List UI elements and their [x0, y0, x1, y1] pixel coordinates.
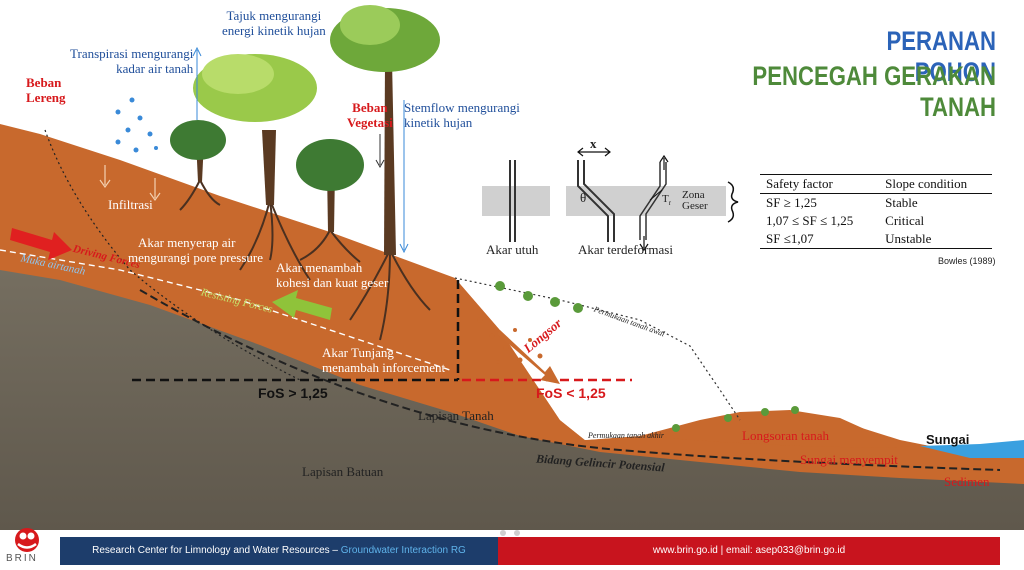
table-row: SF ≤1,07 Unstable — [760, 230, 992, 249]
slide-dot-2[interactable] — [514, 530, 520, 536]
label-sungai-menyempit: Sungai menyempit — [800, 452, 898, 467]
load-arrows — [375, 134, 385, 169]
label-line: Beban — [26, 75, 62, 90]
label-line: Stemflow mengurangi — [404, 100, 520, 115]
label-sungai: Sungai — [926, 432, 970, 447]
label-fos-stable: FoS > 1,25 — [258, 385, 328, 401]
safety-factor-table: Safety factor Slope condition SF ≥ 1,25 … — [760, 174, 992, 249]
label-x: x — [590, 136, 597, 151]
label-line: kinetik hujan — [404, 115, 473, 130]
title-line-2: PENCEGAH GERAKAN TANAH — [752, 61, 996, 122]
river — [920, 440, 1024, 458]
label-transpirasi: Transpirasi mengurangi kadar air tanah — [70, 46, 193, 76]
label-line: Vegetasi — [347, 115, 393, 130]
label-lapisan-batuan: Lapisan Batuan — [302, 464, 384, 479]
table-cell: Unstable — [885, 231, 932, 246]
label-sedimen: Sedimen — [944, 474, 990, 489]
brin-logo-icon — [15, 528, 39, 552]
label-infiltrasi: Infiltrasi — [108, 197, 153, 212]
landslide-arrow — [497, 330, 560, 384]
label-line: Akar Tunjang — [322, 345, 394, 360]
label-beban-lereng: Beban Lereng — [26, 75, 65, 105]
label-line: Akar menyerap air — [138, 235, 236, 250]
label-line: mengurangi pore pressure — [128, 250, 264, 265]
label-line: kohesi dan kuat geser — [276, 275, 389, 290]
label-line: Transpirasi mengurangi — [70, 46, 194, 61]
label-fos-unstable: FoS < 1,25 — [536, 385, 606, 401]
slope-diagram — [0, 5, 1024, 530]
label-longsoran-tanah: Longsoran tanah — [742, 428, 830, 443]
label-line: Beban — [352, 100, 388, 115]
footer-institution: Research Center for Limnology and Water … — [92, 545, 341, 556]
label-tr: Tr — [662, 192, 671, 211]
label-akar-menambah: Akar menambah kohesi dan kuat geser — [276, 260, 388, 290]
label-theta: θ — [580, 190, 587, 205]
logo-text: BRIN — [6, 553, 38, 564]
label-line: Zona — [682, 189, 705, 201]
footer-bar: Research Center for Limnology and Water … — [60, 537, 1000, 565]
slide-dot-1[interactable] — [500, 530, 506, 536]
label-beban-vegetasi: Beban Vegetasi — [347, 100, 393, 130]
label-line: Lereng — [26, 90, 66, 105]
table-header: Slope condition — [885, 176, 968, 191]
landslide-scar — [455, 278, 700, 440]
label-tajuk: Tajuk mengurangi energi kinetik hujan — [222, 8, 326, 38]
landslide-deposit — [640, 410, 920, 448]
seedlings — [495, 281, 799, 432]
label-line: Tajuk mengurangi — [226, 8, 322, 23]
label-permukaan-akhir: Permukaan tanah akhir — [588, 431, 664, 440]
driving-force-arrow — [10, 228, 72, 260]
label-akar-tunjang: Akar Tunjang menambah inforcement — [322, 345, 445, 375]
label-line: menambah inforcement — [322, 360, 446, 375]
debris — [477, 317, 543, 364]
footer-group: Groundwater Interaction RG — [340, 545, 466, 556]
original-surface-line — [454, 277, 741, 421]
label-line: kadar air tanah — [116, 61, 194, 76]
label-line: Geser — [682, 200, 708, 212]
label-stemflow: Stemflow mengurangi kinetik hujan — [404, 100, 520, 130]
tr-sub: r — [668, 199, 672, 208]
table-cell: SF ≥ 1,25 — [766, 195, 817, 210]
label-akar-menyerap: Akar menyerap air mengurangi pore pressu… — [128, 235, 263, 265]
label-zona-geser: Zona Geser — [682, 190, 708, 212]
tree-roots — [179, 179, 431, 341]
slip-surface-line — [139, 289, 1001, 471]
tree-canopies — [170, 5, 440, 191]
table-header: Safety factor — [766, 176, 833, 191]
table-source: Bowles (1989) — [938, 256, 996, 266]
rock-layer — [0, 270, 1024, 530]
table-cell: Critical — [885, 213, 925, 228]
title-line-1: PERANAN POHON — [886, 26, 996, 87]
slope-load-line — [44, 129, 301, 381]
transpiration-arrows — [192, 46, 409, 254]
label-line: Akar menambah — [276, 260, 363, 275]
rain-drops — [115, 97, 158, 153]
table-header-row: Safety factor Slope condition — [760, 174, 992, 194]
infiltration-arrows — [99, 165, 161, 202]
label-akar-terdeformasi: Akar terdeformasi — [578, 242, 673, 257]
label-akar-utuh: Akar utuh — [486, 242, 539, 257]
label-lapisan-tanah: Lapisan Tanah — [418, 408, 494, 423]
table-cell: SF ≤1,07 — [766, 231, 814, 246]
footer-contact: www.brin.go.id | email: asep033@brin.go.… — [498, 537, 1000, 565]
table-row: SF ≥ 1,25 Stable — [760, 194, 992, 213]
water-table-line — [0, 249, 451, 371]
table-cell: 1,07 ≤ SF ≤ 1,25 — [766, 213, 854, 228]
tree-trunks — [196, 60, 396, 255]
root-shear-diagram — [482, 147, 739, 252]
tr-main: T — [662, 193, 669, 205]
table-cell: Stable — [885, 195, 918, 210]
footer-left: Research Center for Limnology and Water … — [60, 537, 498, 565]
table-row: 1,07 ≤ SF ≤ 1,25 Critical — [760, 212, 992, 230]
label-line: energi kinetik hujan — [222, 23, 326, 38]
resisting-force-arrow — [272, 290, 332, 320]
